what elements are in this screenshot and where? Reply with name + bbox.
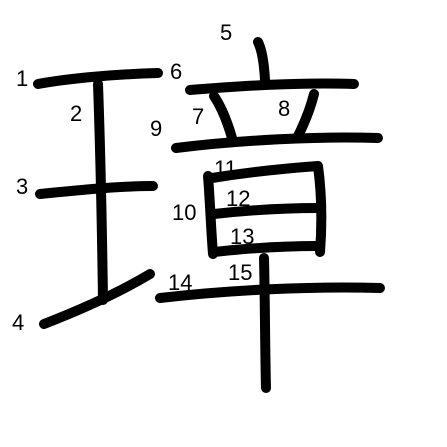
stroke-15 [259, 253, 271, 393]
stroke-5 [253, 37, 270, 85]
label-14: 14 [168, 270, 192, 295]
stroke-12 [209, 203, 323, 219]
stroke-3 [35, 181, 158, 199]
stroke-6 [185, 78, 359, 95]
label-10: 10 [172, 200, 196, 225]
label-3: 3 [16, 174, 28, 199]
stroke-1 [33, 68, 163, 89]
label-11: 11 [214, 156, 237, 181]
label-12: 12 [226, 186, 250, 211]
stroke-14 [155, 282, 385, 303]
stroke-11 [207, 161, 327, 257]
label-7: 7 [192, 104, 204, 129]
label-8: 8 [278, 96, 290, 121]
label-13: 13 [230, 224, 254, 249]
stroke-8 [293, 89, 319, 141]
label-6: 6 [170, 59, 182, 84]
label-15: 15 [228, 260, 252, 285]
label-5: 5 [220, 20, 232, 45]
label-2: 2 [70, 101, 82, 126]
label-9: 9 [150, 116, 162, 141]
stroke-7 [209, 91, 237, 143]
label-1: 1 [16, 66, 28, 91]
stroke-9 [171, 132, 383, 153]
stroke-4 [39, 269, 155, 329]
stroke-13 [209, 241, 323, 257]
label-4: 4 [12, 310, 24, 335]
